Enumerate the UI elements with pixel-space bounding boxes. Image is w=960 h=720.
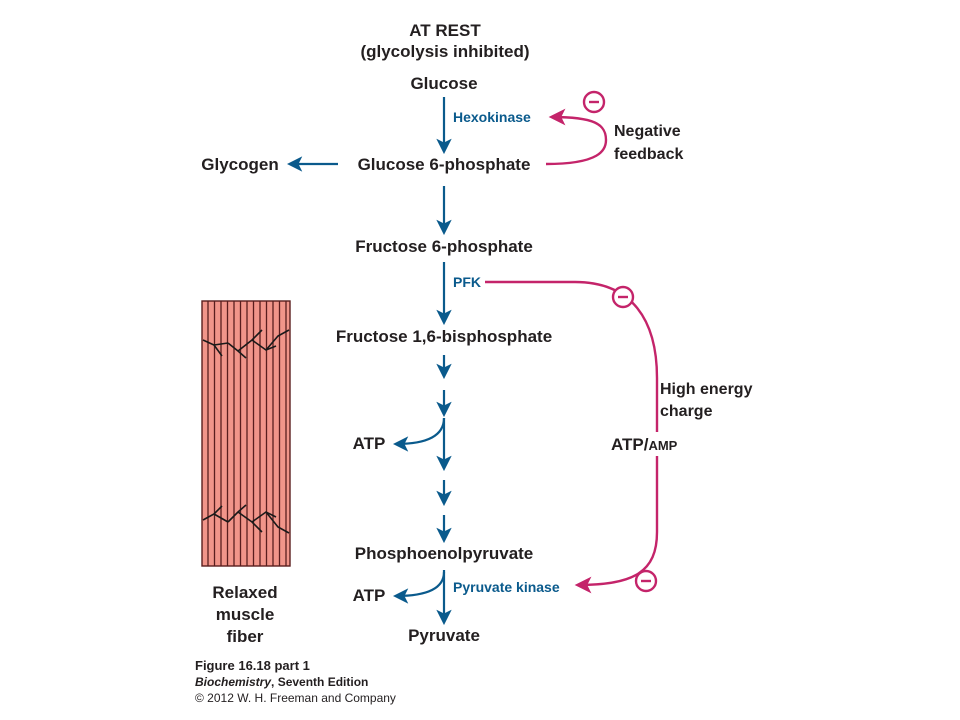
high-energy-charge-line2: charge: [660, 403, 713, 420]
atp-ratio-text: ATP/: [611, 435, 649, 454]
figure-caption: Figure 16.18 part 1: [195, 658, 310, 673]
phosphoenolpyruvate-label: Phosphoenolpyruvate: [355, 544, 534, 563]
pyruvate-label: Pyruvate: [408, 626, 480, 645]
pfk-label: PFK: [453, 274, 481, 290]
pyruvate-kinase-label: Pyruvate kinase: [453, 579, 560, 595]
minus-circle-pfk: [611, 285, 635, 309]
atp-bottom-label: ATP: [353, 586, 386, 605]
muscle-label-line1: Relaxed: [212, 583, 277, 602]
negative-feedback-line2: feedback: [614, 146, 683, 163]
title-line1: AT REST: [409, 21, 481, 40]
high-energy-charge-line1: High energy: [660, 381, 753, 398]
book-title: Biochemistry: [195, 675, 272, 689]
negative-feedback-line1: Negative: [614, 123, 681, 140]
arrow-to-atp-mid: [392, 417, 446, 452]
relaxed-muscle-fiber-illustration: [201, 300, 291, 567]
muscle-label-line2: muscle: [216, 605, 275, 624]
fructose-6-phosphate-label: Fructose 6-phosphate: [355, 237, 533, 256]
high-energy-feedback-arrow: [485, 280, 659, 594]
title-line2: (glycolysis inhibited): [360, 42, 529, 61]
negative-feedback-arrow: [545, 108, 608, 166]
muscle-label-line3: fiber: [227, 627, 264, 646]
book-edition: , Seventh Edition: [271, 675, 368, 689]
minus-circle-hexokinase: [582, 90, 606, 114]
copyright-caption: © 2012 W. H. Freeman and Company: [195, 691, 396, 705]
arrow-to-atp-bottom: [392, 571, 446, 604]
glucose-label: Glucose: [410, 74, 477, 93]
glucose-6-phosphate-label: Glucose 6-phosphate: [358, 155, 531, 174]
hexokinase-label: Hexokinase: [453, 109, 531, 125]
fructose-1-6-bisphosphate-label: Fructose 1,6-bisphosphate: [336, 327, 552, 346]
atp-mid-label: ATP: [353, 434, 386, 453]
amp-ratio-text: AMP: [648, 438, 677, 453]
glycogen-label: Glycogen: [201, 155, 278, 174]
atp-amp-ratio-label: ATP/AMP: [611, 435, 678, 454]
minus-circle-pyruvate-kinase: [634, 569, 658, 593]
book-caption: Biochemistry, Seventh Edition: [195, 675, 368, 689]
